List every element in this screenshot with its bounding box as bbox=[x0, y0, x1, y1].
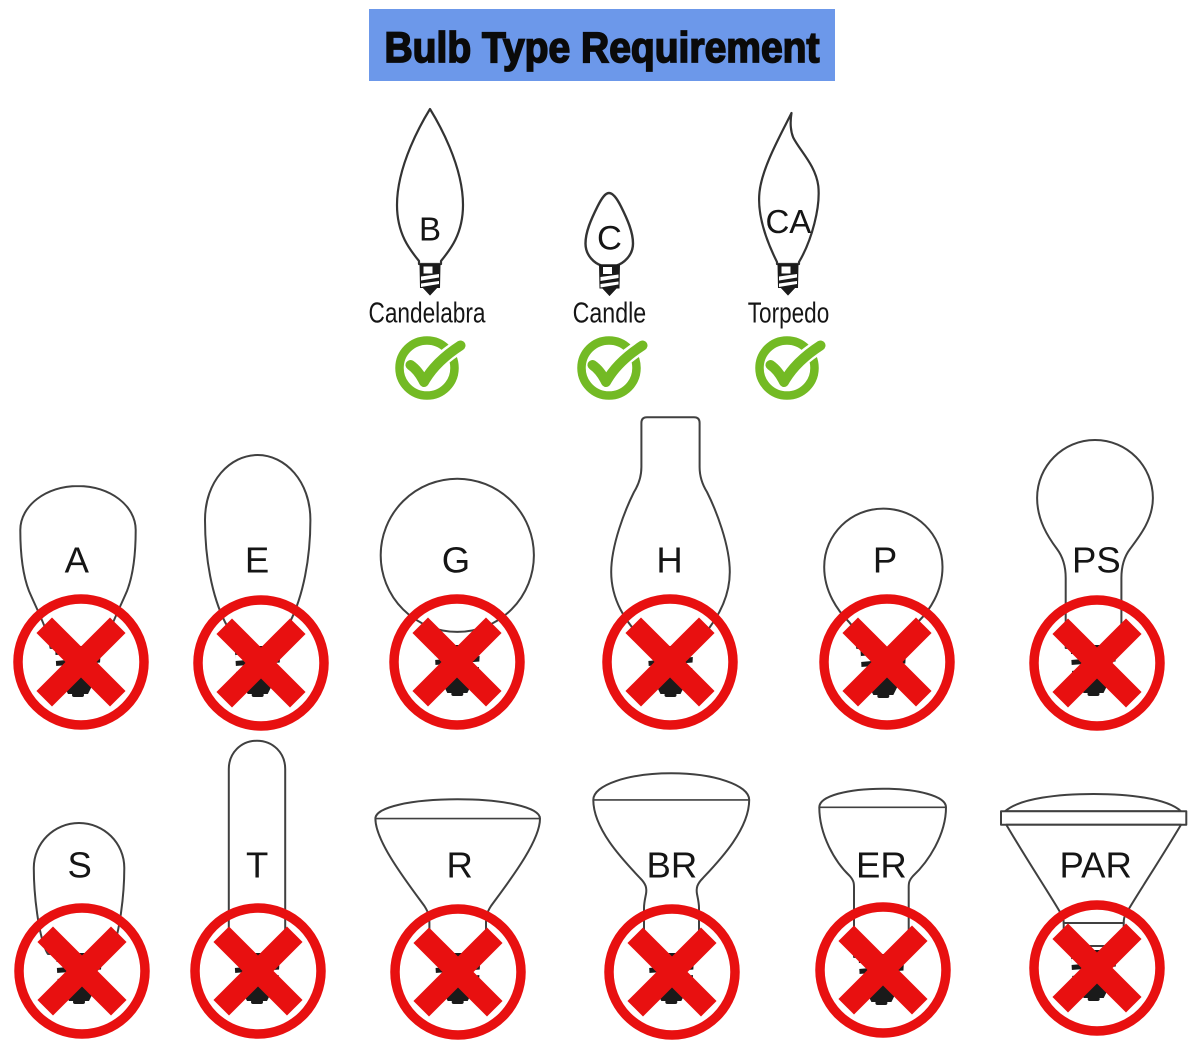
svg-text:CA: CA bbox=[765, 203, 811, 240]
svg-text:C: C bbox=[597, 220, 622, 258]
svg-text:R: R bbox=[447, 845, 473, 886]
svg-text:S: S bbox=[68, 845, 92, 886]
svg-text:G: G bbox=[442, 540, 470, 581]
svg-text:Candelabra: Candelabra bbox=[369, 298, 487, 330]
svg-text:H: H bbox=[656, 540, 682, 581]
svg-text:P: P bbox=[873, 540, 897, 581]
svg-text:PS: PS bbox=[1072, 540, 1121, 581]
svg-text:PAR: PAR bbox=[1060, 845, 1132, 886]
svg-text:Candle: Candle bbox=[573, 298, 647, 330]
svg-text:E: E bbox=[245, 540, 269, 581]
svg-text:B: B bbox=[419, 211, 441, 248]
svg-text:Bulb Type Requirement: Bulb Type Requirement bbox=[385, 24, 820, 72]
svg-text:A: A bbox=[65, 540, 90, 581]
svg-text:ER: ER bbox=[856, 845, 907, 886]
svg-text:BR: BR bbox=[647, 845, 698, 886]
svg-text:T: T bbox=[246, 845, 268, 886]
svg-text:Torpedo: Torpedo bbox=[748, 298, 830, 330]
